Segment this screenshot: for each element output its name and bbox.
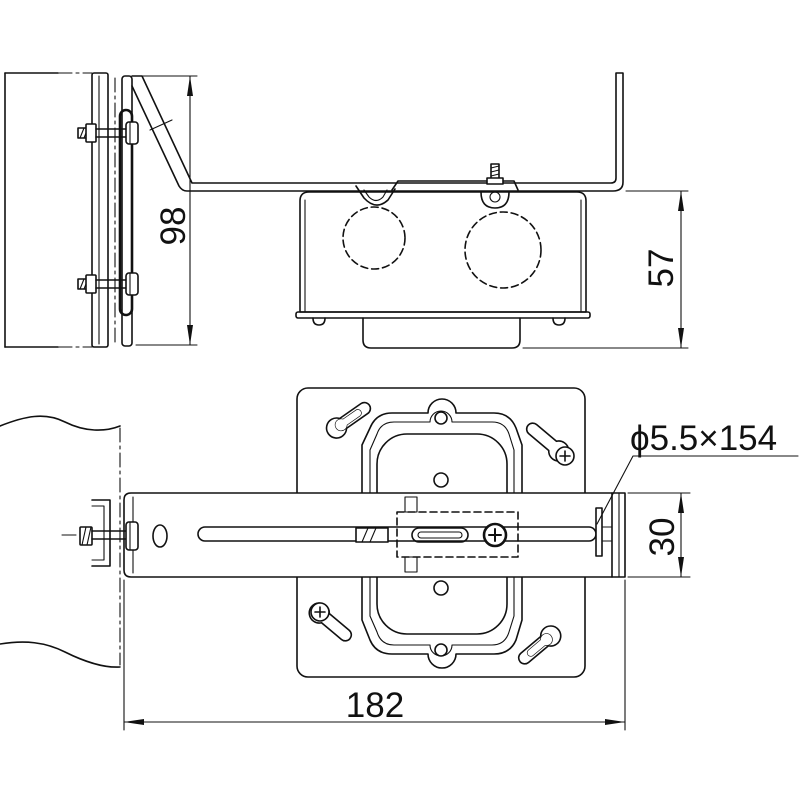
- pole-section-side: [4, 72, 93, 348]
- dimension-label-30: 30: [643, 518, 682, 557]
- pole-break-line-top: [0, 415, 121, 431]
- sliding-nut-hatch: [361, 527, 369, 543]
- plate-screw-bottom-left: [310, 602, 330, 622]
- dimension-98: 98: [135, 75, 198, 346]
- sliding-nut-hatch: [369, 527, 377, 543]
- box-flange: [295, 311, 591, 319]
- screw-thread-hatch: [490, 169, 500, 173]
- slot-end-stop: [595, 507, 603, 557]
- bracket-oval-hole: [152, 524, 168, 548]
- box-flange-tab-right: [552, 317, 566, 326]
- bracket-arm-section-mark: [149, 119, 173, 131]
- bracket-vertical-plate: [121, 75, 133, 347]
- box-flange-tab-left: [312, 317, 326, 326]
- screw-ear: [480, 191, 510, 209]
- plan-view: ϕ5.5×154 30 182: [0, 387, 799, 731]
- clamp-bolt-lower: [77, 272, 139, 296]
- sliding-plate-tab-top: [404, 496, 418, 513]
- keyhole-outline: [517, 625, 562, 665]
- bracket-vertical-slot: [118, 108, 134, 317]
- mud-ring-bottom-ear-hole: [434, 643, 448, 657]
- keyhole-outline: [325, 401, 372, 439]
- sliding-plate-slot-outer: [411, 527, 469, 543]
- box-lower-section: [362, 317, 521, 349]
- bolt-thread-hatch: [79, 127, 85, 139]
- device-hole-bottom: [433, 580, 449, 596]
- pole-section-plan: [0, 415, 121, 668]
- screw-thread-hatch: [490, 165, 500, 169]
- keyhole-inner: [526, 633, 553, 657]
- dimension-label-182: 182: [346, 686, 404, 725]
- bolt-thread-hatch: [79, 278, 85, 290]
- knockout-right: [464, 211, 542, 289]
- u-clamp-inner: [91, 505, 105, 561]
- device-hole-top: [433, 472, 449, 488]
- slot-callout: ϕ5.5×154: [596, 419, 799, 525]
- sliding-plate-slot-inner: [417, 531, 463, 539]
- dimension-label-57: 57: [642, 249, 681, 288]
- side-elevation-view: 98 57: [4, 72, 689, 349]
- sliding-plate-side: [391, 180, 519, 191]
- mud-ring-top-ear-hole: [434, 411, 448, 425]
- dimension-57: 57: [522, 190, 689, 349]
- box-body: [299, 191, 587, 313]
- bolt-nut: [85, 274, 97, 294]
- pole-clamp-plan: [61, 499, 139, 567]
- outlet-box-side: [295, 191, 591, 349]
- keyhole-slot-bottom-right: [517, 625, 562, 665]
- keyhole-outline: [525, 422, 570, 462]
- knockout-left: [342, 206, 406, 270]
- clamp-nut-hatch: [86, 526, 92, 546]
- mounting-screw-nut: [486, 177, 504, 185]
- plate-screw-top-right: [555, 446, 575, 466]
- clamp-bolt-head: [125, 521, 139, 551]
- keyhole-slot-top-right: [525, 422, 570, 462]
- center-screw: [482, 522, 508, 548]
- sliding-plate: [396, 511, 519, 558]
- keyhole-inner: [334, 409, 362, 432]
- pole-break-line-bottom: [0, 641, 121, 668]
- clamp-bolt-upper: [77, 121, 139, 145]
- dimension-30: 30: [627, 492, 691, 578]
- screw-ear-hole: [489, 191, 501, 203]
- bolt-head: [125, 121, 139, 145]
- box-clip: [355, 185, 396, 206]
- sliding-nut: [355, 527, 389, 543]
- bolt-nut: [85, 123, 97, 143]
- clamp-back-plate: [91, 72, 109, 348]
- clamp-nut-hatch: [81, 526, 87, 546]
- box-clip-inner: [363, 189, 388, 202]
- dimension-182: 182: [123, 579, 626, 731]
- bracket-arm-profile: [131, 72, 624, 192]
- leader-line: [596, 455, 799, 525]
- keyhole-slot-top-left: [325, 401, 372, 439]
- u-clamp-outer: [91, 499, 111, 567]
- sliding-plate-tab-bottom: [404, 556, 418, 573]
- mud-ring-inner: [369, 410, 515, 657]
- screw-thread-hatch: [490, 173, 500, 177]
- dimension-label-98: 98: [154, 207, 193, 246]
- bolt-head: [125, 272, 139, 296]
- slot-callout-label: ϕ5.5×154: [630, 419, 777, 458]
- mud-ring-outer: [361, 398, 523, 669]
